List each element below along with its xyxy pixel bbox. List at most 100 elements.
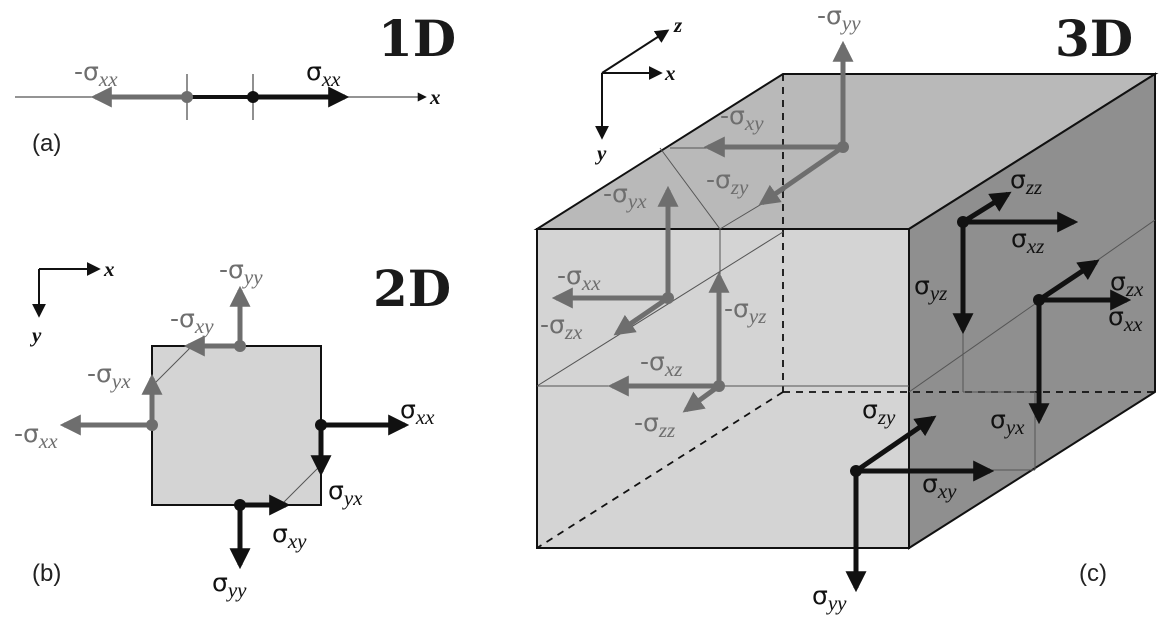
grid-node [837,141,849,153]
axis-label-x-1d: x [429,85,441,109]
negative-stress-arrows-3d [551,40,854,413]
title-1d: 1D [378,9,456,68]
grid-node [1033,294,1045,306]
stress-subscript: xz [664,357,683,381]
stress-subscript: yx [626,189,647,213]
neg-sigma-xx-label: -σxx [74,57,118,91]
stress-subscript: xy [287,529,307,553]
stress-symbol: σ [272,519,288,548]
neg-sigma-xz-label: -σxz [640,347,682,381]
stress-symbol: -σ [170,304,195,333]
grid-node [850,465,862,477]
stress-symbol: σ [990,405,1006,434]
sigma-xx-label: σxx [306,57,341,91]
axis-label-y-2d: y [29,323,42,347]
stress-symbol: σ [862,395,878,424]
stress-symbol: -σ [603,179,628,208]
stress-symbol: σ [328,476,344,505]
grid-node [957,216,969,228]
stress-subscript: yy [826,591,847,615]
sigma-yx-label: σyx [328,476,363,510]
axis-indicator-2d [32,262,101,318]
stress-symbol: -σ [14,419,39,448]
stress-subscript: xy [937,479,957,503]
stress-subscript: xx [98,67,118,91]
stress-symbol: -σ [540,310,565,339]
stress-symbol: σ [1010,165,1026,194]
axis-label-x-2d: x [103,257,115,281]
stress-symbol: σ [306,57,322,86]
sigma-xy-label: σxy [272,519,307,553]
panel-tag-c: (c) [1079,560,1107,587]
neg-sigma-yy-label: -σyy [219,255,263,289]
stress-subscript: zy [730,175,749,199]
neg-sigma-xx-label: -σxx [557,261,601,295]
stress-symbol: σ [1108,302,1124,331]
axis-label-x-3d: x [664,61,676,85]
panel-tag-b: (b) [32,560,61,587]
stress-subscript: yy [242,265,263,289]
stress-symbol: σ [812,581,828,610]
stress-subscript: zx [564,320,583,344]
neg-sigma-yz-label: -σyz [724,294,766,328]
stress-subscript: yz [928,281,948,305]
neg-sigma-yx-label: -σyx [87,359,131,393]
axis-label-y-3d: y [594,141,607,165]
stress-subscript: xy [744,111,764,135]
stress-symbol: -σ [557,261,582,290]
stress-subscript: xx [1123,312,1143,336]
stress-symbol: -σ [640,347,665,376]
grid-node [146,419,158,431]
title-2d: 2D [373,259,451,318]
sigma-zz-label: σzz [1010,165,1042,199]
grid-node [234,499,246,511]
stress-symbol: -σ [634,408,659,437]
stress-symbol: σ [400,395,416,424]
neg-sigma-xy-label: -σxy [170,304,214,338]
positive-stress-arrows-3d [845,191,1132,593]
axis-indicator-3d [595,29,670,140]
stress-subscript: xz [1026,234,1045,258]
stress-subscript: zy [877,405,896,429]
sigma-yy-label: σyy [212,568,247,602]
grid-node [713,380,725,392]
panel-2d [32,262,410,570]
stress-subscript: xx [38,429,58,453]
neg-sigma-yy-label: -σyy [817,1,861,35]
neg-sigma-zy-label: -σzy [706,165,749,199]
sigma-yz-label: σyz [914,271,947,305]
grid-node [181,91,193,103]
sigma-xx-label: σxx [400,395,435,429]
stress-symbol: σ [914,271,930,300]
stress-subscript: xy [194,314,214,338]
grid-node [315,419,327,431]
stress-subscript: xx [581,271,601,295]
stress-symbol: σ [1110,267,1126,296]
sigma-xx-label: σxx [1108,302,1143,336]
sigma-xy-label: σxy [922,469,957,503]
axis-label-z-3d: z [673,13,683,37]
stress-symbol: -σ [706,165,731,194]
stress-subscript: yy [226,578,247,602]
sigma-zy-label: σzy [862,395,896,429]
panel-tag-a: (a) [32,130,61,157]
neg-sigma-zz-label: -σzz [634,408,675,442]
stress-symbol: -σ [817,1,842,30]
panel-3d [533,29,1159,593]
sigma-yy-label: σyy [812,581,847,615]
stress-symbol: -σ [87,359,112,388]
stress-subscript: yx [110,369,131,393]
grid-node [662,292,674,304]
panel-1d [15,74,427,120]
grid-node [234,340,246,352]
stress-symbol: -σ [720,101,745,130]
stress-subscript: zz [1025,175,1042,199]
neg-sigma-yx-label: -σyx [603,179,647,213]
stress-symbol: σ [922,469,938,498]
stress-symbol: -σ [219,255,244,284]
cube-side-face [908,72,1156,550]
grid-node [247,91,259,103]
stress-subscript: xx [321,67,341,91]
element-square [151,345,322,506]
